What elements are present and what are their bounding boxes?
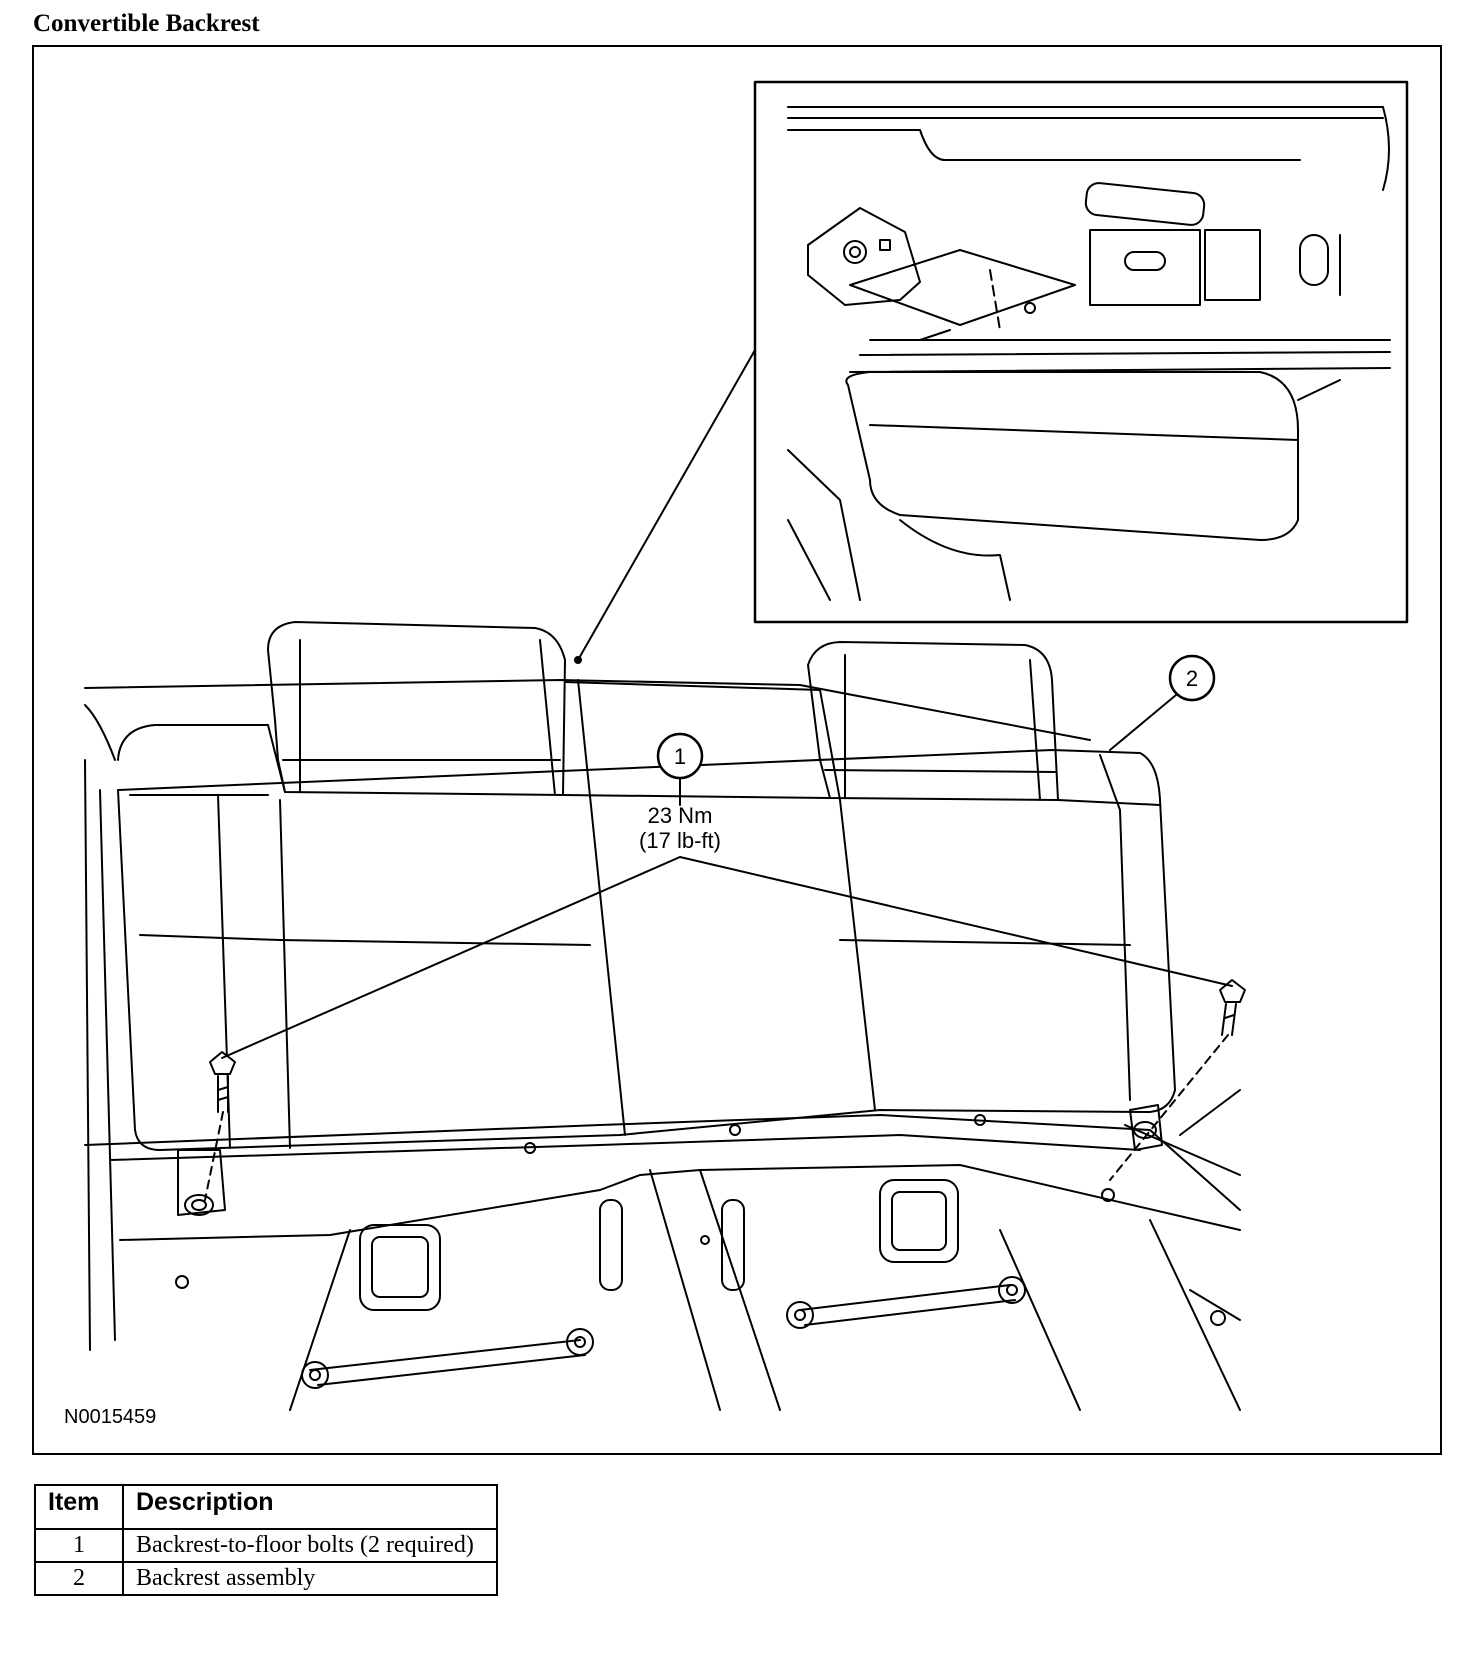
legend-table: Item Description 1 Backrest-to-floor bol… [34, 1484, 498, 1596]
legend-header-item: Item [34, 1484, 124, 1530]
callout-2-leader [1109, 689, 1183, 751]
seat-illustration [84, 621, 1241, 1411]
callout-1-leaders [221, 777, 1233, 1059]
legend-item-description: Backrest-to-floor bolts (2 required) [122, 1528, 498, 1563]
legend-row: 1 Backrest-to-floor bolts (2 required) [34, 1528, 498, 1563]
legend-row: 2 Backrest assembly [34, 1561, 498, 1596]
figure-frame [32, 45, 1442, 1455]
figure-id: N0015459 [64, 1406, 157, 1428]
torque-imperial: (17 lb-ft) [639, 828, 721, 853]
right-floor-bolt [1101, 979, 1246, 1202]
torque-metric: 23 Nm [648, 803, 713, 828]
left-floor-bolt [177, 1051, 236, 1216]
inset-leader [577, 349, 756, 661]
legend-header-description: Description [122, 1484, 498, 1530]
callout-1-number: 1 [674, 744, 686, 769]
callout-1-circle [656, 732, 704, 780]
legend-item-description: Backrest assembly [122, 1561, 498, 1596]
legend-item-number: 1 [34, 1528, 124, 1563]
page-title: Convertible Backrest [33, 10, 260, 37]
detail-inset [753, 80, 1409, 624]
callout-2-number: 2 [1186, 666, 1198, 691]
legend-item-number: 2 [34, 1561, 124, 1596]
callout-2-circle [1168, 654, 1216, 702]
legend-header-row: Item Description [34, 1484, 498, 1530]
